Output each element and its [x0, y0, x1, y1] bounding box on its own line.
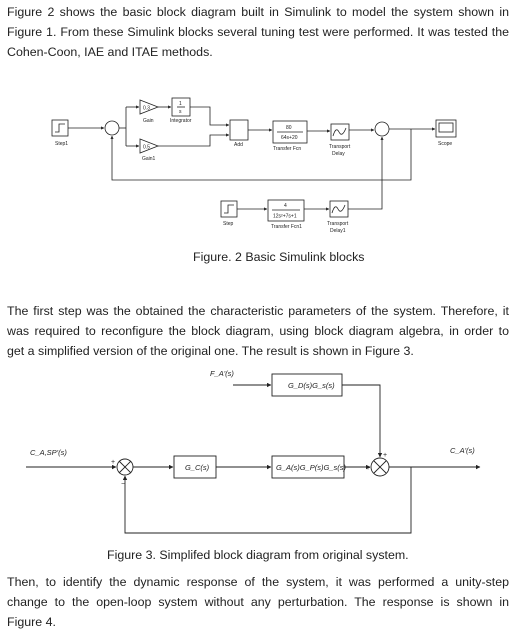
text-line: Then, to identify the dynamic response o…: [7, 575, 509, 589]
plus-sign: +: [111, 459, 115, 466]
gain1-block: [139, 138, 160, 154]
integrator-den: s: [179, 109, 182, 115]
transfer-fcn-block: [272, 120, 308, 144]
text-line: was required to reconfigure the block di…: [7, 324, 509, 338]
tf-den: 64s+20: [281, 135, 298, 141]
gain1-value: 0.5: [143, 145, 150, 151]
figure2-caption: Figure. 2 Basic Simulink blocks: [193, 250, 365, 264]
output-label: C_A'(s): [450, 446, 475, 455]
tf1-label: Transfer Fcn1: [271, 224, 302, 230]
plus-sign: +: [366, 465, 370, 472]
scope-block: [435, 119, 457, 138]
text-line: change to the open-loop system without a…: [7, 595, 509, 609]
tf-num: 80: [286, 125, 292, 131]
delay-label-2: Delay: [332, 151, 345, 157]
text-line: The first step was the obtained the char…: [7, 304, 509, 318]
figure2-simulink-diagram: Step1 0.3 Gain 1 s Integrator 0.5 Gain1 …: [51, 97, 457, 234]
gain1-label: Gain1: [142, 156, 156, 162]
integrator-num: 1: [179, 101, 182, 107]
tf-label: Transfer Fcn: [273, 146, 301, 152]
forward-block-label: G_A(s)G_P(s)G_s(s): [276, 463, 347, 472]
gain-label: Gain: [143, 118, 154, 124]
disturbance-block-label: G_D(s)G_s(s): [288, 381, 335, 390]
transfer-fcn1-block: [267, 199, 305, 222]
paragraph-intro: Figure 2 shows the basic block diagram b…: [7, 2, 509, 62]
step-block: [220, 200, 238, 218]
add-block: [229, 119, 249, 141]
scope-label: Scope: [438, 141, 452, 147]
plus-sign: +: [383, 452, 387, 459]
sum2-block: [374, 121, 390, 137]
integrator-label: Integrator: [170, 118, 192, 124]
step1-block: [51, 119, 69, 137]
paragraph-step-response: Then, to identify the dynamic response o…: [7, 572, 509, 632]
gain-block: [139, 99, 160, 115]
minus-sign: −: [121, 481, 125, 488]
step-label: Step: [223, 221, 234, 227]
gain-value: 0.3: [143, 106, 150, 112]
add-label: Add: [234, 142, 243, 148]
controller-block-label: G_C(s): [185, 463, 210, 472]
disturbance-label: F_A'(s): [210, 369, 234, 378]
sum1-block: [104, 120, 120, 136]
text-line: Figure 2 shows the basic block diagram b…: [7, 5, 509, 19]
text-line: Figure 1. From these Simulink blocks sev…: [7, 25, 509, 39]
figure3-caption: Figure 3. Simplifed block diagram from o…: [107, 548, 409, 562]
transport-delay1-block: [329, 200, 349, 218]
tf1-num: 4: [284, 203, 287, 209]
paragraph-method: The first step was the obtained the char…: [7, 301, 509, 361]
delay1-label-2: Delay1: [330, 228, 346, 234]
delay1-label-1: Transport: [327, 221, 349, 227]
step1-label: Step1: [55, 141, 68, 147]
text-line: Figure 4.: [7, 615, 56, 629]
text-line: get a simplified version of the original…: [7, 344, 414, 358]
tf1-den: 12s²+7s+1: [273, 214, 297, 220]
transport-delay-block: [330, 123, 350, 141]
setpoint-label: C_A,SP'(s): [30, 448, 67, 457]
text-line: Cohen-Coon, IAE and ITAE methods.: [7, 45, 213, 59]
delay-label-1: Transport: [329, 144, 351, 150]
figure3-block-diagram: + + + − F_A'(s) G_D(s)G_s(s) C_A,SP'(s) …: [26, 369, 481, 534]
